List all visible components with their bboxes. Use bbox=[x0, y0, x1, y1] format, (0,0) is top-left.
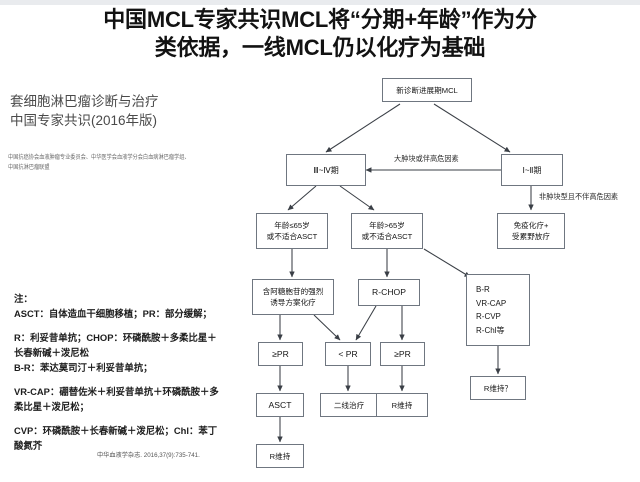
node-immunochemo-radiotherapy[interactable]: 免疫化疗+ 受累野放疗 bbox=[497, 213, 565, 249]
note-line: R：利妥昔单抗；CHOP：环磷酰胺＋多柔比星＋ bbox=[14, 332, 217, 343]
node-label: B-R bbox=[476, 285, 490, 294]
node-stage-1-2[interactable]: Ⅰ~Ⅱ期 bbox=[501, 154, 563, 186]
note-line: 长春新碱＋泼尼松 bbox=[14, 347, 90, 358]
node-label: 新诊断进展期MCL bbox=[396, 85, 458, 95]
note-line: 酸氮芥 bbox=[14, 440, 43, 451]
notes-block-4: CVP：环磷酰胺＋长春新碱＋泼尼松；Chl：苯丁 酸氮芥 bbox=[14, 423, 254, 453]
node-age-gt-65[interactable]: 年龄>65岁 或不适合ASCT bbox=[351, 213, 423, 249]
node-label: 免疫化疗+ bbox=[513, 221, 549, 230]
authoring-organizations: 中国抗癌协会血液肿瘤专业委员会、中华医学会血液学分会白血病淋巴瘤学组、 中国抗淋… bbox=[8, 153, 238, 174]
node-label: 年龄≤65岁 bbox=[274, 221, 310, 230]
node-stage-3-4[interactable]: Ⅲ~Ⅳ期 bbox=[286, 154, 366, 186]
node-label: R-Chl等 bbox=[476, 325, 505, 335]
edge-label-bulky-highrisk: 大肿块或伴高危因素 bbox=[394, 154, 459, 163]
note-line: VR-CAP：硼替佐米＋利妥昔单抗＋环磷酰胺＋多 bbox=[14, 386, 219, 397]
node-label: 诱导方案化疗 bbox=[270, 298, 316, 307]
edge-label-nonbulky-norisk: 非肿块型且不伴高危因素 bbox=[539, 192, 619, 201]
document-title-line-2: 中国专家共识(2016年版) bbox=[10, 113, 158, 128]
node-cytarabine-induction[interactable]: 含阿糖胞苷的强烈 诱导方案化疗 bbox=[252, 279, 334, 315]
node-label: ≥PR bbox=[272, 348, 289, 359]
node-label: 年龄>65岁 bbox=[369, 221, 405, 230]
flowchart-connectors bbox=[277, 103, 534, 443]
notes-block-3: VR-CAP：硼替佐米＋利妥昔单抗＋环磷酰胺＋多 柔比星＋泼尼松； bbox=[14, 384, 254, 414]
node-response-lt-pr[interactable]: < PR bbox=[325, 342, 371, 366]
node-label: 二线治疗 bbox=[333, 400, 365, 410]
node-asct[interactable]: ASCT bbox=[256, 393, 304, 417]
node-r-maintenance-question[interactable]: R维持？ bbox=[470, 376, 526, 400]
org-line-1: 中国抗癌协会血液肿瘤专业委员会、中华医学会血液学分会白血病淋巴瘤学组、 bbox=[8, 154, 190, 162]
document-title-line-1: 套细胞淋巴瘤诊断与治疗 bbox=[10, 94, 159, 109]
node-label: R-CVP bbox=[476, 312, 501, 321]
node-label: 受累野放疗 bbox=[512, 232, 550, 241]
node-second-line-therapy[interactable]: 二线治疗 bbox=[320, 393, 378, 417]
journal-citation: 中华血液学杂志. 2016,37(9):735-741. bbox=[97, 452, 200, 459]
notes-heading: 注： bbox=[14, 293, 33, 304]
node-label: ≥PR bbox=[394, 348, 411, 359]
node-label: 或不适合ASCT bbox=[361, 232, 413, 241]
note-line: 柔比星＋泼尼松； bbox=[14, 401, 90, 412]
notes-legend: 注： ASCT：自体造血干细胞移植；PR：部分缓解； R：利妥昔单抗；CHOP：… bbox=[14, 291, 254, 453]
node-label: 或不适合ASCT bbox=[266, 232, 318, 241]
node-response-ge-pr-left[interactable]: ≥PR bbox=[258, 342, 303, 366]
note-line: ASCT：自体造血干细胞移植；PR：部分缓解； bbox=[14, 308, 212, 319]
node-label: R维持 bbox=[391, 400, 413, 410]
node-label: R维持 bbox=[269, 451, 291, 461]
node-label: R-CHOP bbox=[372, 287, 406, 297]
document-title: 套细胞淋巴瘤诊断与治疗 中国专家共识(2016年版) bbox=[10, 92, 225, 130]
node-r-chop[interactable]: R-CHOP bbox=[358, 279, 420, 306]
node-label: R维持？ bbox=[483, 383, 513, 393]
node-label: 含阿糖胞苷的强烈 bbox=[262, 287, 324, 296]
node-label: ASCT bbox=[268, 399, 292, 410]
page-title: 中国MCL专家共识MCL将“分期+年龄”作为分 类依据，一线MCL仍以化疗为基础 bbox=[8, 6, 632, 62]
node-new-diagnosis[interactable]: 新诊断进展期MCL bbox=[382, 78, 472, 102]
notes-heading-block: 注： ASCT：自体造血干细胞移植；PR：部分缓解； bbox=[14, 291, 254, 321]
node-regimen-options[interactable]: B-R VR-CAP R-CVP R-Chl等 bbox=[466, 274, 530, 346]
notes-block-2: R：利妥昔单抗；CHOP：环磷酰胺＋多柔比星＋ 长春新碱＋泼尼松 B-R：苯达莫… bbox=[14, 330, 254, 375]
node-label: < PR bbox=[338, 348, 358, 359]
title-line-2: 类依据，一线MCL仍以化疗为基础 bbox=[154, 35, 486, 60]
node-label: Ⅲ~Ⅳ期 bbox=[313, 165, 339, 175]
node-age-le-65[interactable]: 年龄≤65岁 或不适合ASCT bbox=[256, 213, 328, 249]
node-r-maintenance-left[interactable]: R维持 bbox=[256, 444, 304, 468]
treatment-flowchart: 新诊断进展期MCL Ⅲ~Ⅳ期 Ⅰ~Ⅱ期 大肿块或伴高危因素 非肿块型且不伴高危因… bbox=[248, 74, 640, 482]
top-band bbox=[0, 0, 640, 5]
org-line-2: 中国抗淋巴瘤联盟 bbox=[8, 164, 50, 172]
node-r-maintenance-mid[interactable]: R维持 bbox=[376, 393, 428, 417]
node-response-ge-pr-right[interactable]: ≥PR bbox=[380, 342, 425, 366]
note-line: B-R：苯达莫司汀＋利妥昔单抗； bbox=[14, 362, 153, 373]
node-label: VR-CAP bbox=[476, 298, 507, 308]
node-label: Ⅰ~Ⅱ期 bbox=[522, 165, 542, 175]
note-line: CVP：环磷酰胺＋长春新碱＋泼尼松；Chl：苯丁 bbox=[14, 425, 218, 436]
title-line-1: 中国MCL专家共识MCL将“分期+年龄”作为分 bbox=[103, 7, 537, 32]
